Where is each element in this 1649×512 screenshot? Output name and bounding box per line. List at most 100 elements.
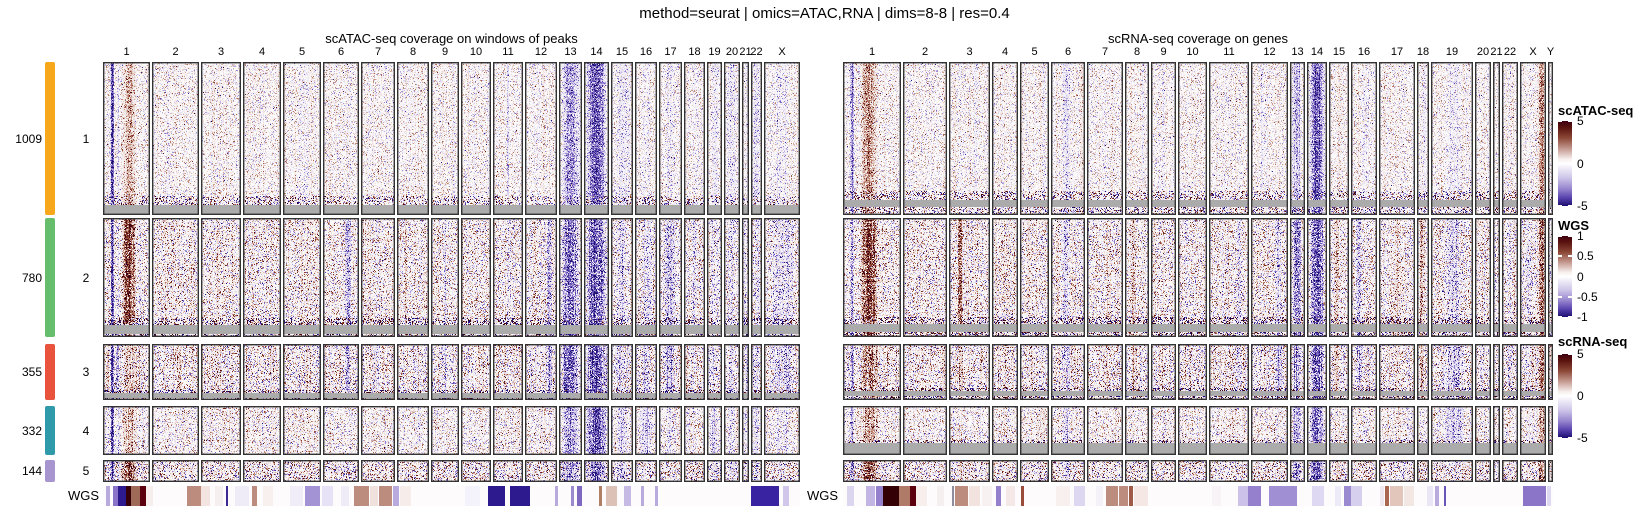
left-panel-title: scATAC-seq coverage on windows of peaks [325,31,578,46]
cluster-row-label: 1 [82,131,90,146]
colorbar-tick-mark [1568,353,1572,355]
colorbar-tick-mark [1558,120,1562,122]
chromosome-label-15: 15 [1332,46,1346,58]
figure-title: method=seurat | omics=ATAC,RNA | dims=8-… [639,5,1010,22]
colorbar-WGS [1558,235,1572,318]
colorbar-tick-label: -5 [1577,431,1588,445]
chromosome-label-11: 11 [1223,46,1235,58]
chromosome-label-2: 2 [172,46,179,58]
chromosome-label-9: 9 [441,46,449,58]
legend-scrna-title: scRNA-seq [1558,334,1628,349]
left-wgs-label: WGS [67,488,99,503]
chromosome-label-20: 20 [725,46,739,58]
chromosome-label-5: 5 [298,46,306,58]
chromosome-label-17: 17 [664,46,677,58]
colorbar-tick-mark [1568,437,1572,439]
chromosome-label-17: 17 [1390,46,1404,58]
colorbar-tick-mark [1568,163,1572,165]
cluster-size-label: 144 [21,464,42,478]
chromosome-label-7: 7 [1101,46,1109,58]
colorbar-tick-mark [1558,437,1562,439]
colorbar-tick-mark [1568,316,1572,318]
colorbar-tick-mark [1558,296,1562,298]
cluster-color-bar [45,62,55,215]
chromosome-label-19: 19 [708,46,721,58]
colorbar-tick-mark [1558,205,1562,207]
left-wgs-strip-canvas [103,486,800,506]
chromosome-label-9: 9 [1160,46,1167,58]
chromosome-label-11: 11 [502,46,514,58]
chromosome-label-2: 2 [921,46,929,58]
chromosome-label-13: 13 [564,46,577,58]
chromosome-label-22: 22 [1503,46,1517,58]
cluster-size-label: 780 [21,270,42,285]
colorbar-tick-label: 0 [1577,389,1584,403]
chromosome-label-21: 21 [1490,46,1503,58]
colorbar-tick-mark [1558,395,1562,397]
legend-scatac-title: scATAC-seq [1558,103,1634,118]
chromosome-label-20: 20 [1476,46,1490,58]
chromosome-label-3: 3 [966,46,973,58]
colorbar-tick-label: 0 [1577,270,1584,284]
chromosome-label-22: 22 [750,46,763,58]
chromosome-label-4: 4 [1001,46,1009,58]
chromosome-label-4: 4 [258,46,266,58]
chromosome-label-6: 6 [1064,46,1072,58]
cluster-color-bar [45,406,55,455]
legend-wgs-title: WGS [1558,218,1590,233]
chromosome-label-X: X [1529,46,1537,58]
colorbar-tick-label: 1 [1577,229,1584,243]
cluster-size-label: 1009 [15,131,42,146]
cluster-size-label: 332 [21,423,42,438]
cluster-row-label: 5 [82,464,90,478]
chromosome-label-7: 7 [374,46,382,58]
chromosome-label-8: 8 [1133,46,1141,58]
chromosome-label-15: 15 [615,46,629,58]
chromosome-label-3: 3 [217,46,225,58]
colorbar-tick-mark [1568,395,1572,397]
chromosome-label-13: 13 [1291,46,1304,58]
colorbar-scATAC-seq [1558,120,1572,207]
colorbar-tick-mark [1568,235,1572,237]
left-heatmap-canvas [103,62,800,482]
chromosome-label-16: 16 [1357,46,1371,58]
chromosome-label-Y: Y [1546,46,1555,58]
chromosome-label-19: 19 [1445,46,1459,58]
colorbar-tick-label: 0 [1577,157,1584,171]
legend-scrna: scRNA-seq 5 0 -5 [1556,334,1649,449]
chromosome-label-16: 16 [639,46,653,58]
cluster-color-bar [45,460,55,482]
colorbar-tick-mark [1568,120,1572,122]
colorbar-tick-mark [1558,276,1562,278]
chromosome-label-14: 14 [1310,46,1324,58]
chromosome-label-10: 10 [1186,46,1199,58]
cluster-row-label: 3 [82,365,90,379]
colorbar-tick-label: -0.5 [1577,290,1598,304]
chromosome-label-12: 12 [1263,46,1276,58]
chromosome-label-6: 6 [337,46,345,58]
colorbar-tick-mark [1568,296,1572,298]
chromosome-label-18: 18 [1416,46,1430,58]
colorbar-tick-mark [1558,235,1562,237]
colorbar-tick-mark [1558,255,1562,257]
chromosome-label-1: 1 [868,46,876,58]
cluster-size-label: 355 [21,365,42,379]
right-panel-title: scRNA-seq coverage on genes [1108,31,1288,46]
colorbar-tick-label: 5 [1577,347,1584,361]
right-wgs-label: WGS [806,488,838,503]
chromosome-label-X: X [778,46,786,58]
cluster-row-label: 4 [82,423,90,438]
colorbar-tick-mark [1568,205,1572,207]
colorbar-tick-mark [1558,163,1562,165]
colorbar-tick-mark [1568,276,1572,278]
chromosome-label-8: 8 [409,46,417,58]
chromosome-label-10: 10 [469,46,483,58]
colorbar-tick-label: 5 [1577,114,1584,128]
chromosome-label-12: 12 [534,46,548,58]
colorbar-tick-mark [1558,316,1562,318]
